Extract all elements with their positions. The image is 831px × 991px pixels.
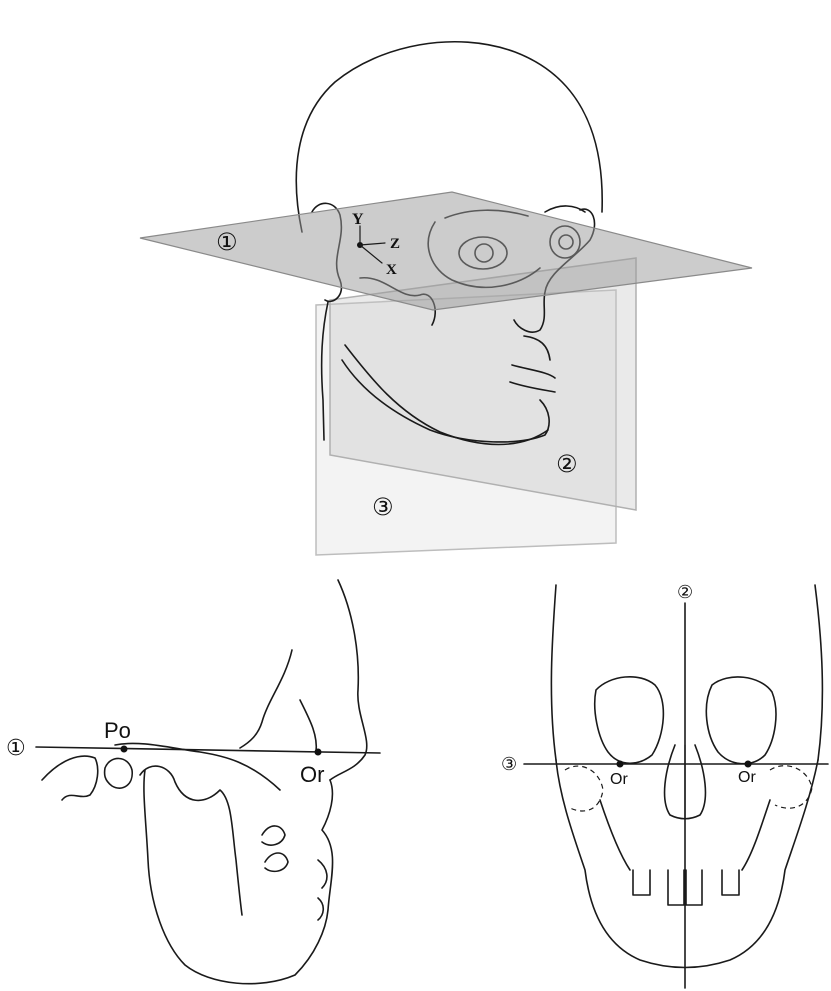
z-axis-label: Z (390, 236, 400, 252)
frankfort-plane-line (36, 747, 380, 753)
orbit-left (706, 677, 776, 764)
lip-line (318, 860, 327, 920)
head-panel: Y Z X ① ② ③ (140, 42, 752, 555)
frontal-panel: ② ③ Or Or (501, 582, 828, 988)
midline-label: ② (677, 582, 693, 603)
orbit-right (595, 677, 664, 763)
orbitale-left-label: Or (738, 769, 756, 786)
zygoma-right-dashed (565, 766, 603, 811)
lateral-plane-label: ① (6, 736, 26, 761)
orbitale-point (315, 749, 322, 756)
horizontal-plane-label: ① (216, 228, 238, 256)
porion-point (121, 746, 128, 753)
horizontal-line-label: ③ (501, 754, 517, 775)
y-axis-label: Y (352, 211, 364, 228)
face-outline-frontal (556, 760, 818, 968)
orbitale-right-point (617, 761, 624, 768)
porion-label: Po (104, 718, 131, 743)
teeth (262, 826, 288, 871)
x-axis-label: X (386, 262, 397, 278)
nasal-bone (240, 650, 292, 748)
mandible-ramus (140, 766, 242, 915)
occipital-contour (42, 756, 98, 800)
condyle (105, 758, 133, 788)
midsagittal-plane-label: ② (556, 450, 578, 478)
lateral-panel: ① Po Or (6, 580, 380, 984)
orbit-curve (300, 700, 316, 752)
orbitale-right-label: Or (610, 771, 628, 788)
nose-profile (330, 580, 367, 780)
orbitale-left-point (745, 761, 752, 768)
skull-outline-frontal (551, 585, 822, 760)
zygoma-left-dashed (770, 766, 812, 809)
orbitale-label: Or (300, 762, 324, 787)
brow-left (545, 206, 585, 212)
frontal-plane-label: ③ (372, 493, 394, 521)
teeth-frontal (633, 870, 739, 905)
